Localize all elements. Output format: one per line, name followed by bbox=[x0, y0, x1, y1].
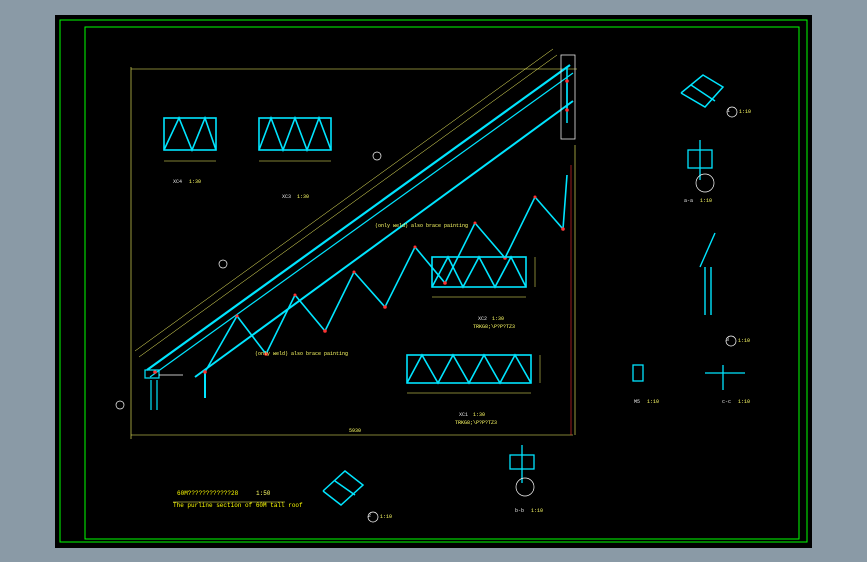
weld-note-upper: (only weld) also brace painting bbox=[375, 223, 469, 229]
inner-frame bbox=[84, 26, 800, 540]
m5-scale: 1:10 bbox=[647, 399, 660, 405]
section-bb bbox=[509, 445, 535, 483]
xc2-note: TRKG8;\P?P?TZ3 bbox=[473, 324, 516, 330]
truss-drawing bbox=[59, 19, 808, 543]
m5-label: M5 bbox=[634, 399, 641, 405]
xc1-scale: 1:30 bbox=[473, 412, 486, 418]
section-aa bbox=[687, 140, 713, 180]
detail-3-number: 3 bbox=[726, 337, 730, 343]
drawing-title: 60M????????????28 bbox=[177, 490, 239, 497]
xc4-label: XC4 bbox=[173, 179, 183, 185]
bottom-overall-dimension: 5930 bbox=[349, 428, 362, 434]
section-cc-label: c-c bbox=[722, 399, 732, 405]
xc1-note: TRKG8;\P?P?TZ3 bbox=[455, 420, 498, 426]
xc1-truss bbox=[406, 353, 532, 385]
drawing-sheet: XC4 1:30 XC3 1:30 XC2 1:30 TRKG8;\P?P?TZ… bbox=[55, 15, 812, 548]
small-truss-dims bbox=[164, 160, 541, 394]
xc2-truss bbox=[431, 255, 527, 289]
overall-dimensions bbox=[130, 67, 577, 439]
section-aa-label: a-a bbox=[684, 198, 694, 204]
detail-1-scale: 1:10 bbox=[739, 109, 752, 115]
detail-2-number: 2 bbox=[368, 513, 372, 519]
truss-nodes bbox=[153, 79, 569, 374]
outer-frame bbox=[59, 19, 808, 543]
detail-2-scale: 1:10 bbox=[380, 514, 393, 520]
xc4-scale: 1:30 bbox=[189, 179, 202, 185]
m5-detail bbox=[632, 364, 644, 382]
xc2-scale: 1:30 bbox=[492, 316, 505, 322]
detail-2-marker bbox=[367, 511, 379, 523]
detail-2 bbox=[322, 470, 365, 506]
detail-1-number: 1 bbox=[727, 108, 731, 114]
detail-3 bbox=[699, 232, 716, 315]
section-markers bbox=[115, 151, 382, 410]
section-cc-scale: 1:10 bbox=[738, 399, 751, 405]
drawing-subtitle: The purline section of 60M tall roof bbox=[173, 502, 303, 509]
weld-note-lower: (only weld) also brace painting bbox=[255, 351, 349, 357]
xc3-top-label: XC3 bbox=[282, 194, 292, 200]
drawing-title-scale: 1:50 bbox=[256, 490, 271, 497]
section-aa-scale: 1:10 bbox=[700, 198, 713, 204]
detail-1-marker bbox=[726, 106, 738, 118]
xc1-label: XC1 bbox=[459, 412, 469, 418]
xc3-top-truss bbox=[258, 115, 332, 153]
section-bb-label: b-b bbox=[515, 508, 525, 514]
detail-3-scale: 1:10 bbox=[738, 338, 751, 344]
base-support bbox=[144, 369, 183, 410]
xc3-top-scale: 1:30 bbox=[297, 194, 310, 200]
xc2-label: XC2 bbox=[478, 316, 488, 322]
xc4-truss bbox=[163, 115, 217, 153]
section-bb-scale: 1:10 bbox=[531, 508, 544, 514]
detail-3-marker bbox=[725, 335, 737, 347]
truss-dimension-strip bbox=[134, 48, 558, 358]
top-support bbox=[560, 54, 576, 140]
detail-1 bbox=[680, 74, 725, 108]
section-cc bbox=[705, 365, 745, 390]
main-truss bbox=[146, 64, 574, 398]
